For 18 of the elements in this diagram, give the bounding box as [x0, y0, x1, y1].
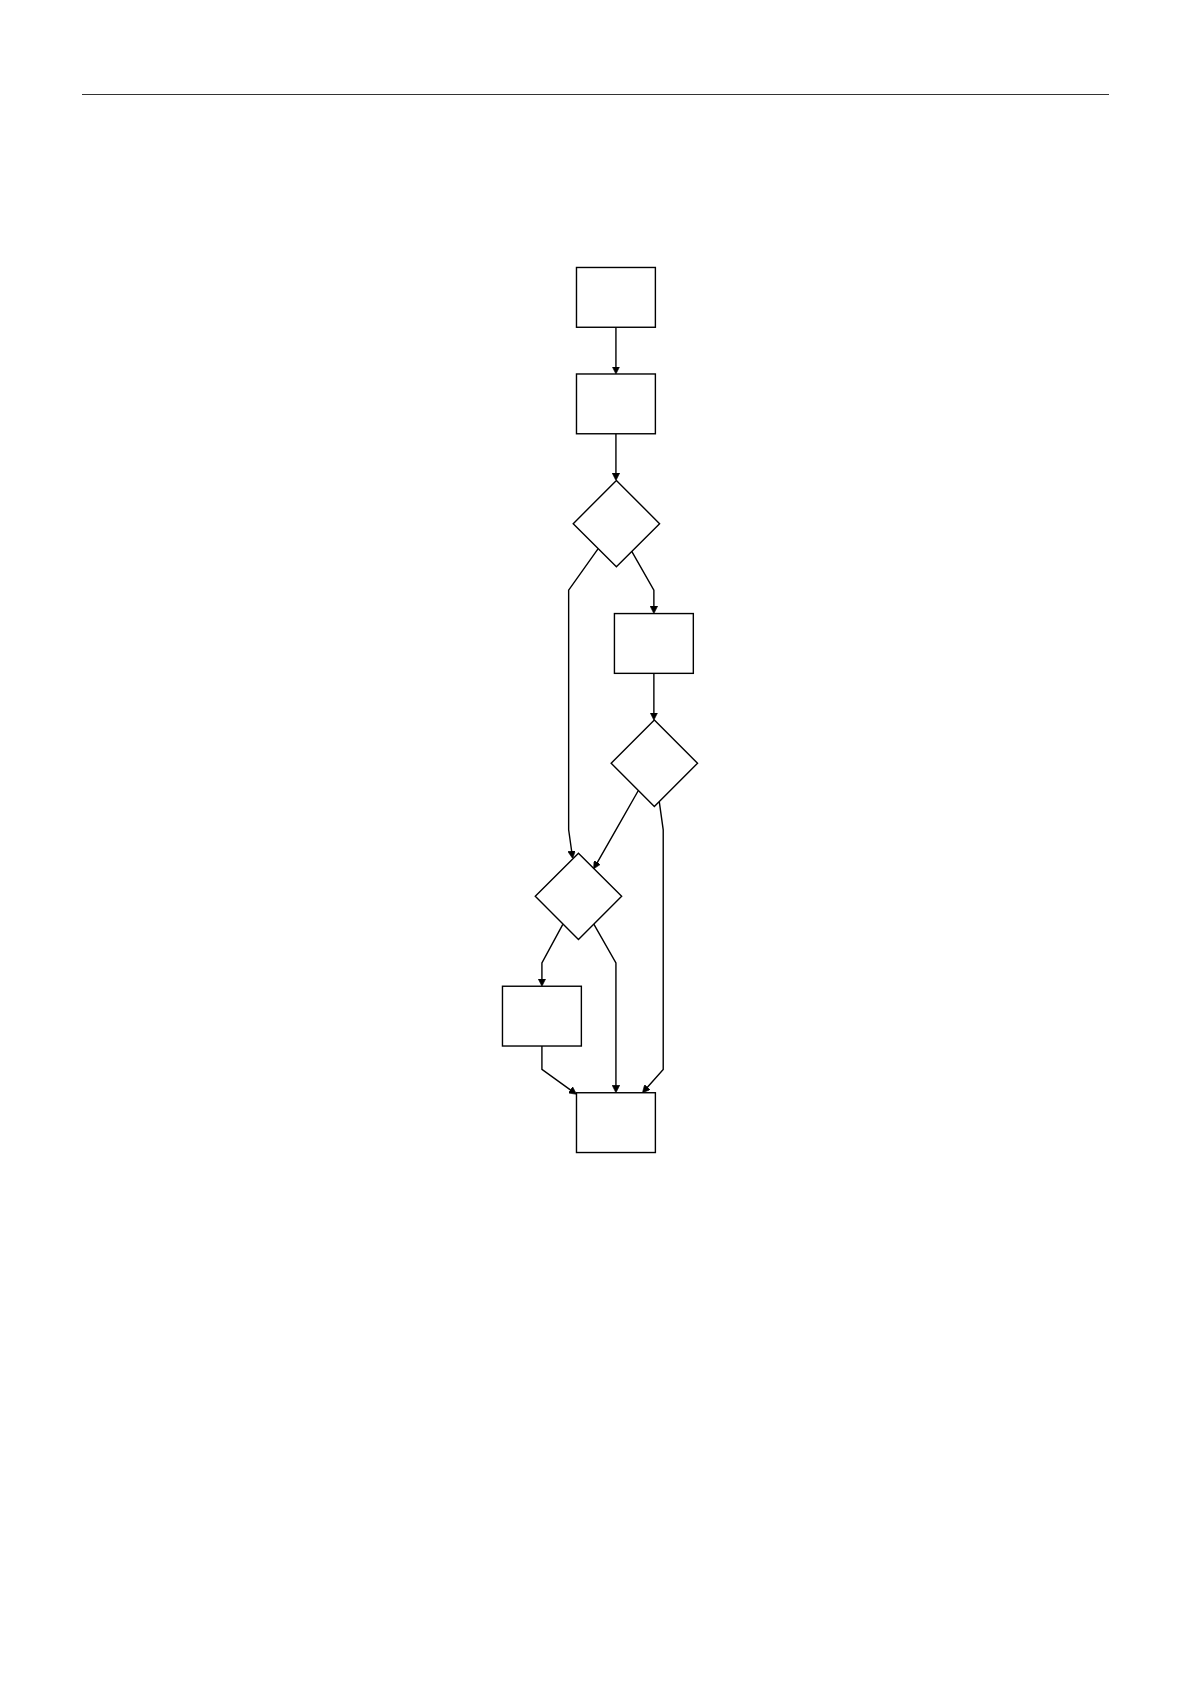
node-box — [575, 1092, 657, 1154]
node-box — [575, 373, 657, 435]
arrow — [611, 326, 621, 375]
node-diamond — [572, 479, 661, 568]
node-box — [613, 612, 695, 675]
node-box — [575, 266, 657, 328]
arrow — [630, 550, 658, 614]
node-box — [501, 985, 583, 1047]
arrow — [592, 923, 621, 1094]
arrow — [611, 433, 621, 481]
arrow — [537, 923, 564, 987]
arrow — [593, 790, 639, 870]
arrow — [567, 548, 599, 859]
arrow — [541, 1045, 577, 1095]
arrow — [642, 800, 664, 1094]
node-diamond — [534, 852, 623, 941]
node-diamond — [610, 719, 699, 808]
arrow — [649, 672, 658, 721]
